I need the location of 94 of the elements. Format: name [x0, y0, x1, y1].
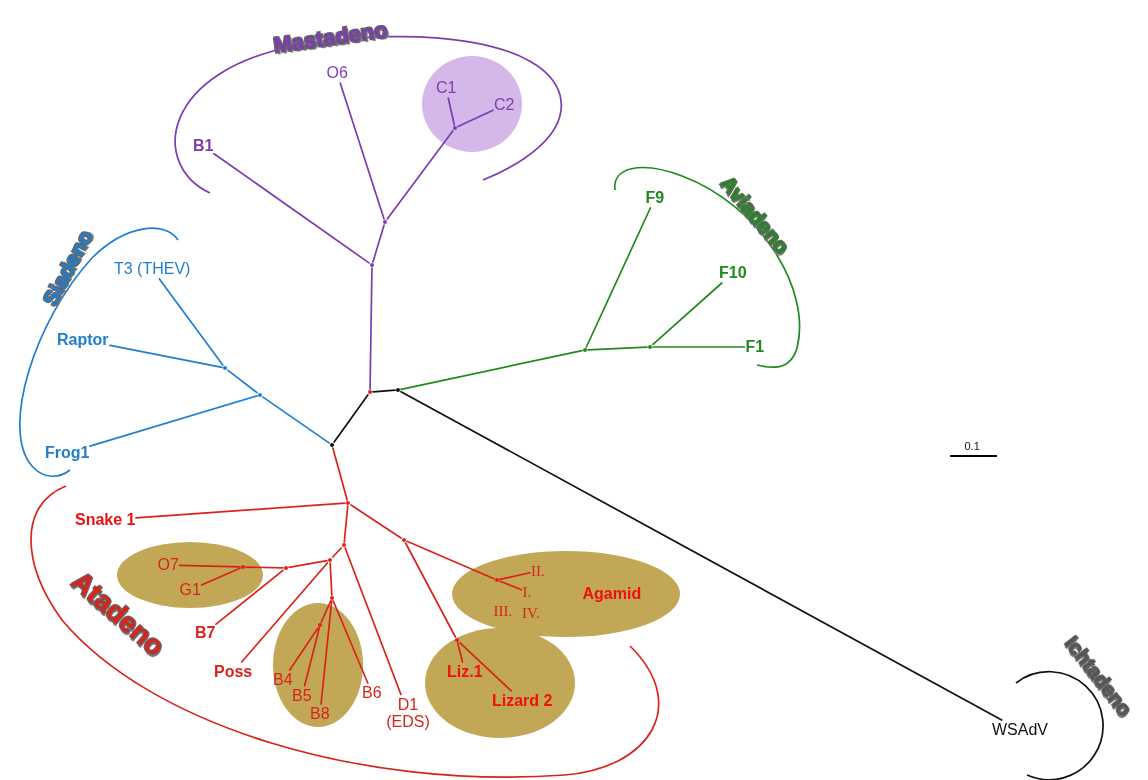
taxon-label: F1 [745, 338, 765, 356]
tree-branch [332, 600, 369, 684]
tree-branch [372, 224, 385, 263]
taxon-label: B7 [195, 624, 216, 642]
branch-point [583, 348, 587, 352]
branch-point [328, 558, 332, 562]
tree-branch [344, 547, 402, 696]
tree-branch [456, 642, 464, 663]
tree-branch [215, 569, 284, 625]
tree-branch [213, 152, 370, 264]
tree-branch [333, 394, 369, 443]
clade-name: Mastadeno [271, 17, 389, 59]
tree-branch [652, 346, 746, 348]
branch-point [346, 501, 350, 505]
branch-point [330, 443, 334, 447]
tree-branch [400, 349, 583, 391]
branch-point [284, 566, 288, 570]
tree-branch [178, 564, 241, 568]
tree-branch [262, 396, 330, 444]
taxon-label: O7 [157, 556, 179, 574]
taxon-label: Frog1 [45, 444, 90, 462]
taxon-label: C1 [436, 79, 457, 97]
taxon-label: B8 [310, 705, 330, 723]
tree-branch [109, 344, 223, 369]
taxon-label: WSAdV [992, 721, 1048, 739]
taxon-label: B5 [292, 687, 312, 705]
taxon-label: II. [531, 562, 545, 579]
taxon-label: O6 [326, 64, 348, 82]
tree-branch [331, 447, 349, 501]
tree-branch [404, 542, 457, 638]
taxon-label: F9 [645, 189, 665, 207]
branch-point [258, 393, 262, 397]
tree-branch [331, 547, 343, 558]
tree-branch [89, 395, 258, 447]
tree-branch [329, 562, 333, 596]
branch-point [318, 623, 322, 627]
taxon-label: III. [493, 602, 513, 619]
tree-branch [158, 278, 224, 366]
tree-branch [288, 627, 319, 671]
branch-point [342, 543, 346, 547]
branch-point [455, 638, 459, 642]
tree-branch [343, 505, 349, 543]
taxon-label: F10 [719, 264, 747, 282]
branch-point [370, 263, 374, 267]
branch-point [330, 596, 334, 600]
tree-branch [499, 571, 531, 581]
branch-point [648, 345, 652, 349]
taxon-label: B4 [273, 671, 293, 689]
tree-branch [240, 562, 329, 663]
taxon-label: C2 [494, 96, 515, 114]
taxon-label: Snake 1 [75, 511, 136, 529]
taxon-label: D1 (EDS) [382, 695, 434, 731]
branch-point [453, 126, 457, 130]
tree-branch [459, 641, 513, 692]
taxon-label: T3 (THEV) [114, 260, 191, 278]
branch-point [368, 390, 372, 394]
tree-branch [320, 600, 332, 623]
taxon-label: G1 [179, 581, 201, 599]
taxon-label: IV. [522, 604, 540, 621]
tree-branch [400, 390, 1003, 721]
taxon-label: Poss [214, 663, 253, 681]
tree-branch [386, 130, 454, 220]
tree-branch [652, 282, 723, 346]
taxon-label: Raptor [57, 331, 109, 349]
tree-branch [227, 369, 258, 394]
branch-point [495, 578, 499, 582]
tree-branch [457, 109, 494, 128]
taxon-label: I. [522, 583, 532, 600]
tree-branch [200, 567, 241, 586]
taxon-label: Lizard 2 [492, 692, 553, 710]
branch-point [223, 366, 227, 370]
tree-branch [585, 207, 652, 348]
tree-branch [320, 600, 333, 705]
tree-branch [303, 627, 321, 687]
tree-branch [447, 97, 456, 126]
tree-branch [372, 389, 396, 393]
taxon-label: B1 [193, 137, 214, 155]
tree-branch [587, 346, 648, 351]
tree-branch [350, 504, 402, 539]
tree-branch [245, 566, 284, 569]
scale-label: 0.1 [964, 440, 980, 453]
tree-branch [339, 82, 385, 220]
tree-branch [406, 540, 495, 580]
taxon-label: Agamid [582, 585, 642, 603]
tree-branch [288, 559, 328, 569]
branch-point [241, 565, 245, 569]
tree-branch [135, 502, 346, 519]
tree-branch [369, 267, 373, 390]
taxon-label: B6 [362, 684, 382, 702]
branch-point [383, 220, 387, 224]
branch-point [396, 388, 400, 392]
branch-point [402, 538, 406, 542]
taxon-label: Liz.1 [447, 663, 483, 681]
tree-branch [499, 580, 523, 591]
